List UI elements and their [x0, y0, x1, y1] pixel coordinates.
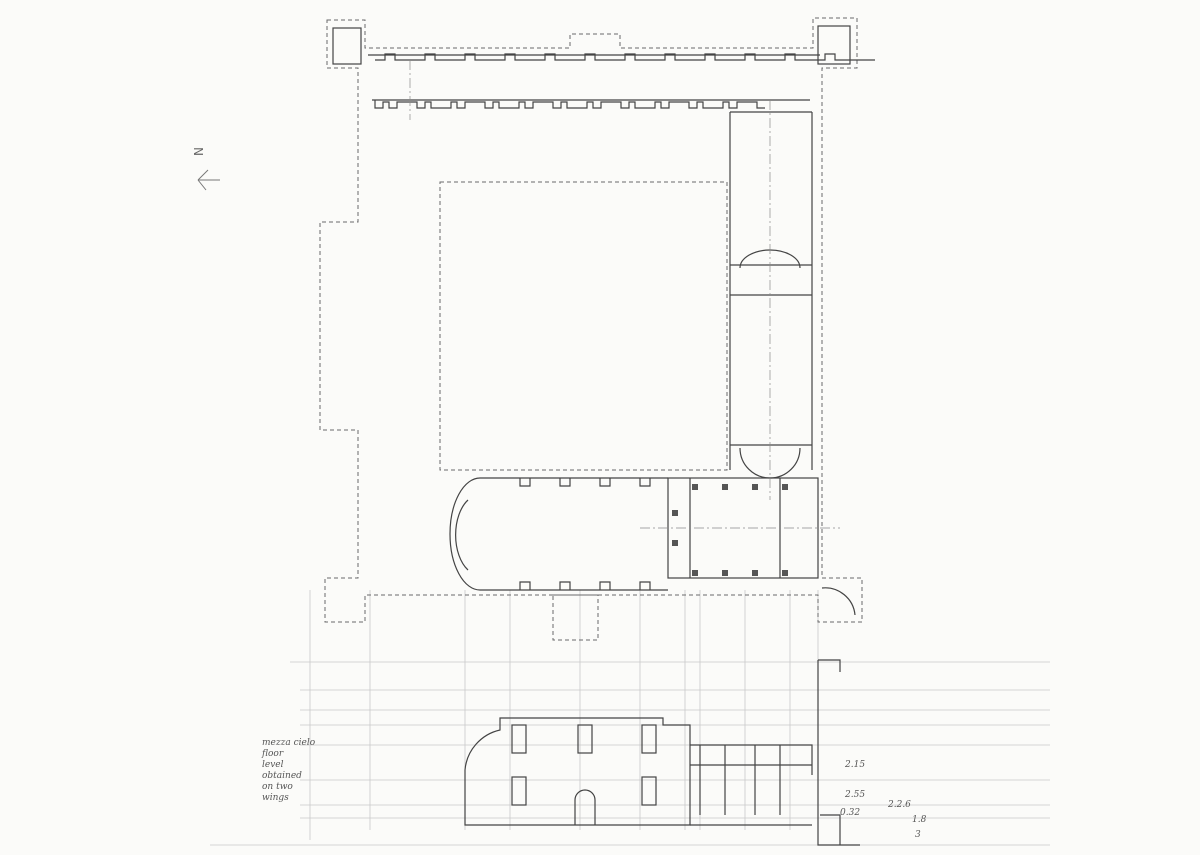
note-line: on two — [262, 782, 293, 792]
dimension-label: 3 — [915, 830, 921, 840]
construction-guides — [210, 590, 1050, 846]
dimension-label: 2.2.6 — [888, 800, 911, 810]
svg-text:N: N — [192, 147, 206, 156]
note-line: obtained — [262, 771, 302, 781]
dimension-label: 0.32 — [840, 808, 861, 818]
north-arrow-icon — [197, 169, 220, 191]
dimension-label: 2.15 — [845, 760, 866, 770]
plan-walls — [332, 25, 875, 616]
dimension-label: 1.8 — [912, 815, 927, 825]
elevation-annotation-note: mezza cielo floor level obtained on two … — [262, 738, 342, 804]
note-line: level — [262, 760, 284, 770]
outline-dashed — [319, 17, 863, 641]
dimension-label: 2.55 — [845, 790, 866, 800]
elevation — [464, 659, 860, 846]
note-line: wings — [262, 793, 289, 803]
note-line: mezza cielo — [262, 738, 316, 748]
note-line: floor — [262, 749, 284, 759]
axis-lines — [409, 60, 840, 529]
